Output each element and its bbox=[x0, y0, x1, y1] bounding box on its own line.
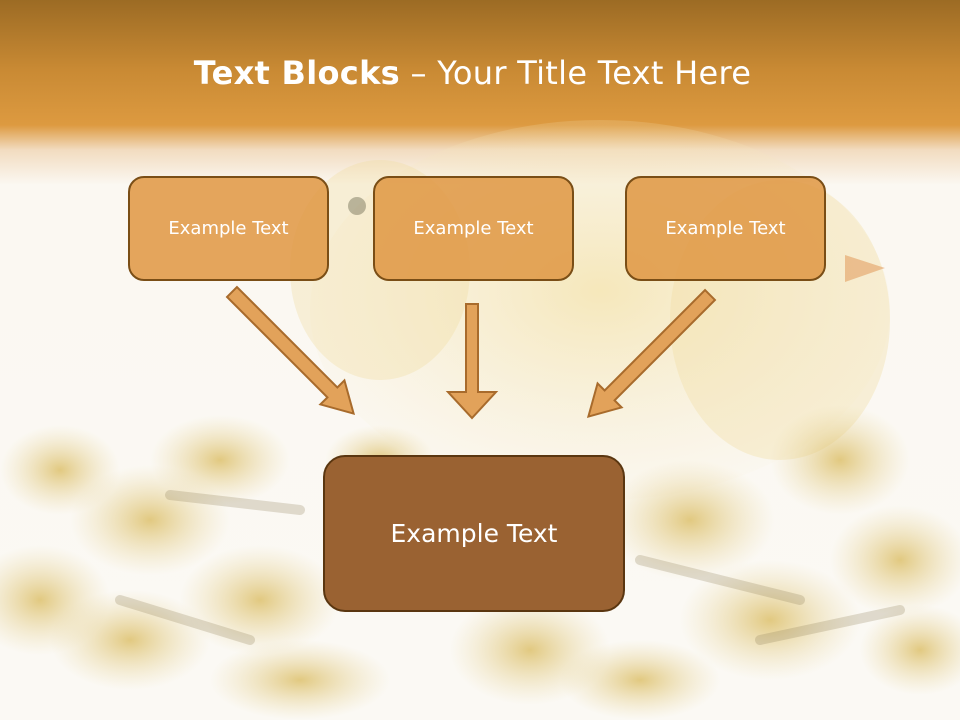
text-block-right: Example Text bbox=[625, 176, 826, 281]
text-block-middle-label: Example Text bbox=[413, 218, 534, 239]
text-block-center-label: Example Text bbox=[390, 519, 558, 548]
text-block-center: Example Text bbox=[323, 455, 625, 612]
text-block-right-label: Example Text bbox=[665, 218, 786, 239]
text-block-middle: Example Text bbox=[373, 176, 574, 281]
text-block-left-label: Example Text bbox=[168, 218, 289, 239]
arrow-down-icon bbox=[445, 303, 499, 420]
arrow-down-right-icon bbox=[225, 285, 356, 416]
arrow-down-left-icon bbox=[586, 288, 717, 419]
title-bold-part: Text Blocks bbox=[193, 54, 401, 92]
text-block-left: Example Text bbox=[128, 176, 329, 281]
slide-title: Text Blocks – Your Title Text Here bbox=[0, 54, 945, 92]
title-rest-part: – Your Title Text Here bbox=[400, 54, 752, 92]
